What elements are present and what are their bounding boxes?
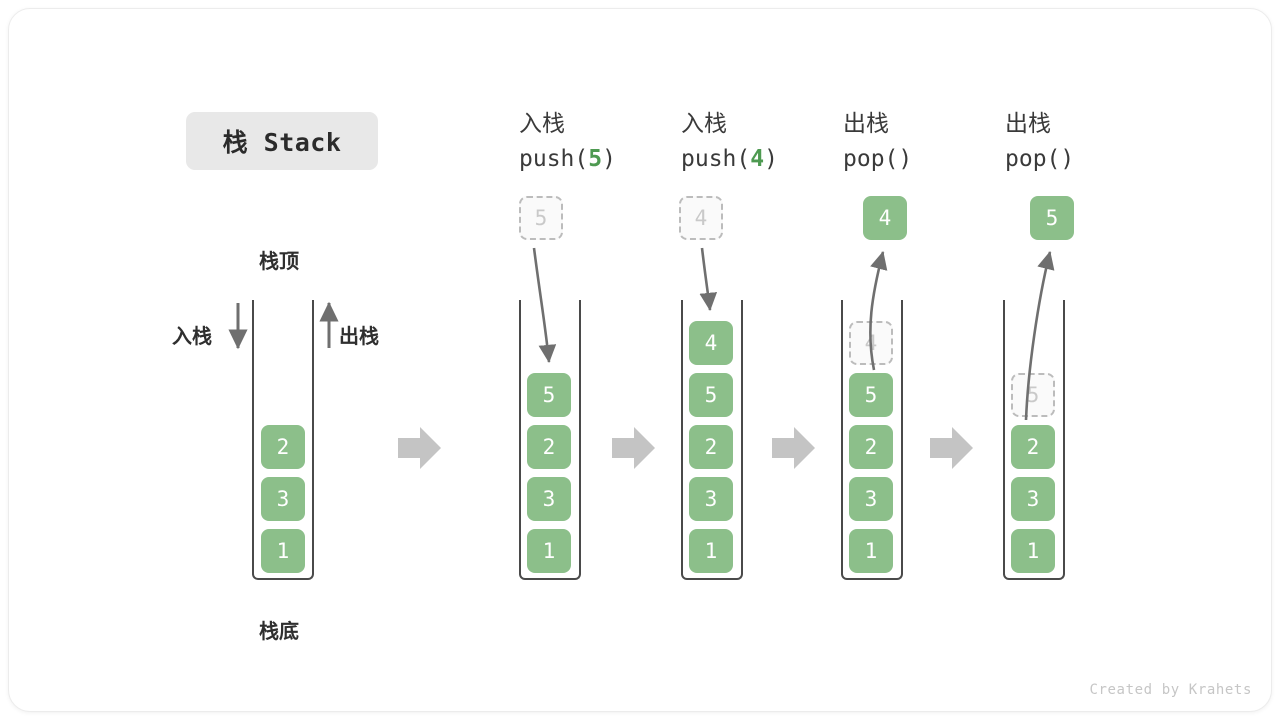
popped-cell: 5 xyxy=(1030,196,1074,240)
step-caption-pop-1: 出栈 pop() xyxy=(843,107,1013,175)
code-prefix: push( xyxy=(681,145,751,172)
stack-vessel-pop-2 xyxy=(1003,300,1065,580)
stack-cell: 3 xyxy=(849,477,893,521)
stack-cell: 5 xyxy=(527,373,571,417)
code-suffix: ) xyxy=(1060,145,1075,172)
step-caption-code: pop() xyxy=(1005,143,1175,176)
stack-bottom-label: 栈底 xyxy=(259,621,299,643)
step-caption-cn: 入栈 xyxy=(681,110,727,136)
popped-cell: 4 xyxy=(863,196,907,240)
stack-vessel-pop-1 xyxy=(841,300,903,580)
step-caption-pop-2: 出栈 pop() xyxy=(1005,107,1175,175)
ghost-cell-incoming: 4 xyxy=(679,196,723,240)
stack-cells-pop-2: 2 3 1 xyxy=(1011,425,1055,573)
stack-cell: 1 xyxy=(1011,529,1055,573)
stack-cell: 1 xyxy=(849,529,893,573)
ghost-cell-outgoing: 4 xyxy=(849,321,893,365)
stack-cell: 1 xyxy=(527,529,571,573)
stack-vessel-reference xyxy=(252,300,314,580)
stack-cells-reference: 2 3 1 xyxy=(261,425,305,573)
stack-cell: 2 xyxy=(689,425,733,469)
ghost-cell-outgoing: 5 xyxy=(1011,373,1055,417)
code-prefix: push( xyxy=(519,145,589,172)
stack-cells-push-5: 5 2 3 1 xyxy=(527,373,571,573)
stack-cell: 1 xyxy=(261,529,305,573)
stack-cell: 5 xyxy=(689,373,733,417)
stack-cell: 3 xyxy=(689,477,733,521)
code-suffix: ) xyxy=(764,145,778,172)
code-suffix: ) xyxy=(602,145,616,172)
code-prefix: pop( xyxy=(843,145,899,172)
stack-cell: 1 xyxy=(689,529,733,573)
stack-cells-pop-1: 5 2 3 1 xyxy=(849,373,893,573)
step-caption-code: push(5) xyxy=(519,143,689,176)
step-caption-code: pop() xyxy=(843,143,1013,176)
code-suffix: ) xyxy=(898,145,913,172)
step-caption-code: push(4) xyxy=(681,143,851,176)
stack-cell: 3 xyxy=(1011,477,1055,521)
code-arg: 4 xyxy=(750,145,765,172)
stack-cell: 2 xyxy=(849,425,893,469)
step-caption-cn: 出栈 xyxy=(1005,110,1051,136)
step-caption-push-5: 入栈 push(5) xyxy=(519,107,689,175)
stack-cell: 3 xyxy=(527,477,571,521)
stack-cell: 3 xyxy=(261,477,305,521)
stack-top-label: 栈顶 xyxy=(259,251,299,273)
stack-cells-push-4: 4 5 2 3 1 xyxy=(689,321,733,573)
ghost-cell-incoming: 5 xyxy=(519,196,563,240)
step-caption-cn: 入栈 xyxy=(519,110,565,136)
stack-vessel-push-4 xyxy=(681,300,743,580)
stack-vessel-push-5 xyxy=(519,300,581,580)
stack-cell: 2 xyxy=(527,425,571,469)
stack-cell: 2 xyxy=(1011,425,1055,469)
code-prefix: pop( xyxy=(1005,145,1061,172)
stack-cell: 5 xyxy=(849,373,893,417)
step-caption-cn: 出栈 xyxy=(843,110,889,136)
stack-cell: 4 xyxy=(689,321,733,365)
credit-text: Created by Krahets xyxy=(1089,682,1252,698)
code-arg: 5 xyxy=(588,145,603,172)
pop-direction-label: 出栈 xyxy=(339,326,379,348)
push-direction-label: 入栈 xyxy=(172,326,212,348)
stack-cell: 2 xyxy=(261,425,305,469)
step-caption-push-4: 入栈 push(4) xyxy=(681,107,851,175)
title-badge: 栈 Stack xyxy=(186,112,378,170)
